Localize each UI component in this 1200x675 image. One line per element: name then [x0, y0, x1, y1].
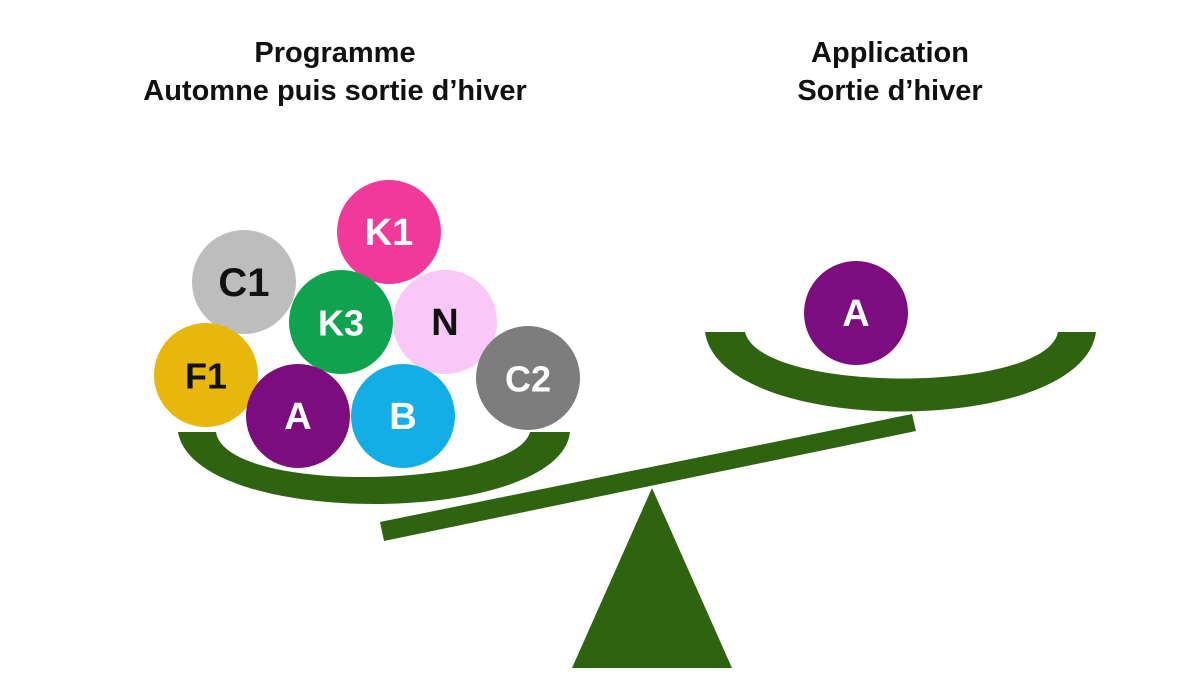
- program-title: Programme Automne puis sortie d’hiver: [95, 34, 575, 110]
- scale-beam: [380, 414, 916, 541]
- ball-K1-label: K1: [365, 212, 414, 254]
- ball-K3-label: K3: [318, 303, 364, 344]
- right-pan: [705, 332, 1096, 412]
- ball-F1-label: F1: [185, 356, 227, 397]
- ball-A-right: A: [804, 261, 908, 365]
- ball-N: N: [393, 270, 497, 374]
- program-title-line2: Automne puis sortie d’hiver: [143, 75, 527, 107]
- program-title-line1: Programme: [254, 37, 416, 69]
- ball-F1: F1: [154, 323, 258, 427]
- ball-N-label: N: [431, 302, 458, 344]
- ball-K3: K3: [289, 270, 393, 374]
- ball-C1: C1: [192, 230, 296, 334]
- ball-B: B: [351, 364, 455, 468]
- ball-B-label: B: [389, 396, 416, 438]
- application-title-line2: Sortie d’hiver: [797, 75, 983, 107]
- ball-C2-label: C2: [505, 359, 551, 400]
- ball-C1-label: C1: [218, 261, 269, 305]
- ball-A-right-label: A: [842, 293, 869, 335]
- ball-A-label: A: [284, 396, 311, 438]
- ball-A: A: [246, 364, 350, 468]
- application-title: Application Sortie d’hiver: [700, 34, 1080, 110]
- ball-K1: K1: [337, 180, 441, 284]
- application-title-line1: Application: [811, 37, 969, 69]
- fulcrum-triangle: [572, 488, 732, 668]
- ball-C2: C2: [476, 326, 580, 430]
- left-pan: [178, 432, 570, 505]
